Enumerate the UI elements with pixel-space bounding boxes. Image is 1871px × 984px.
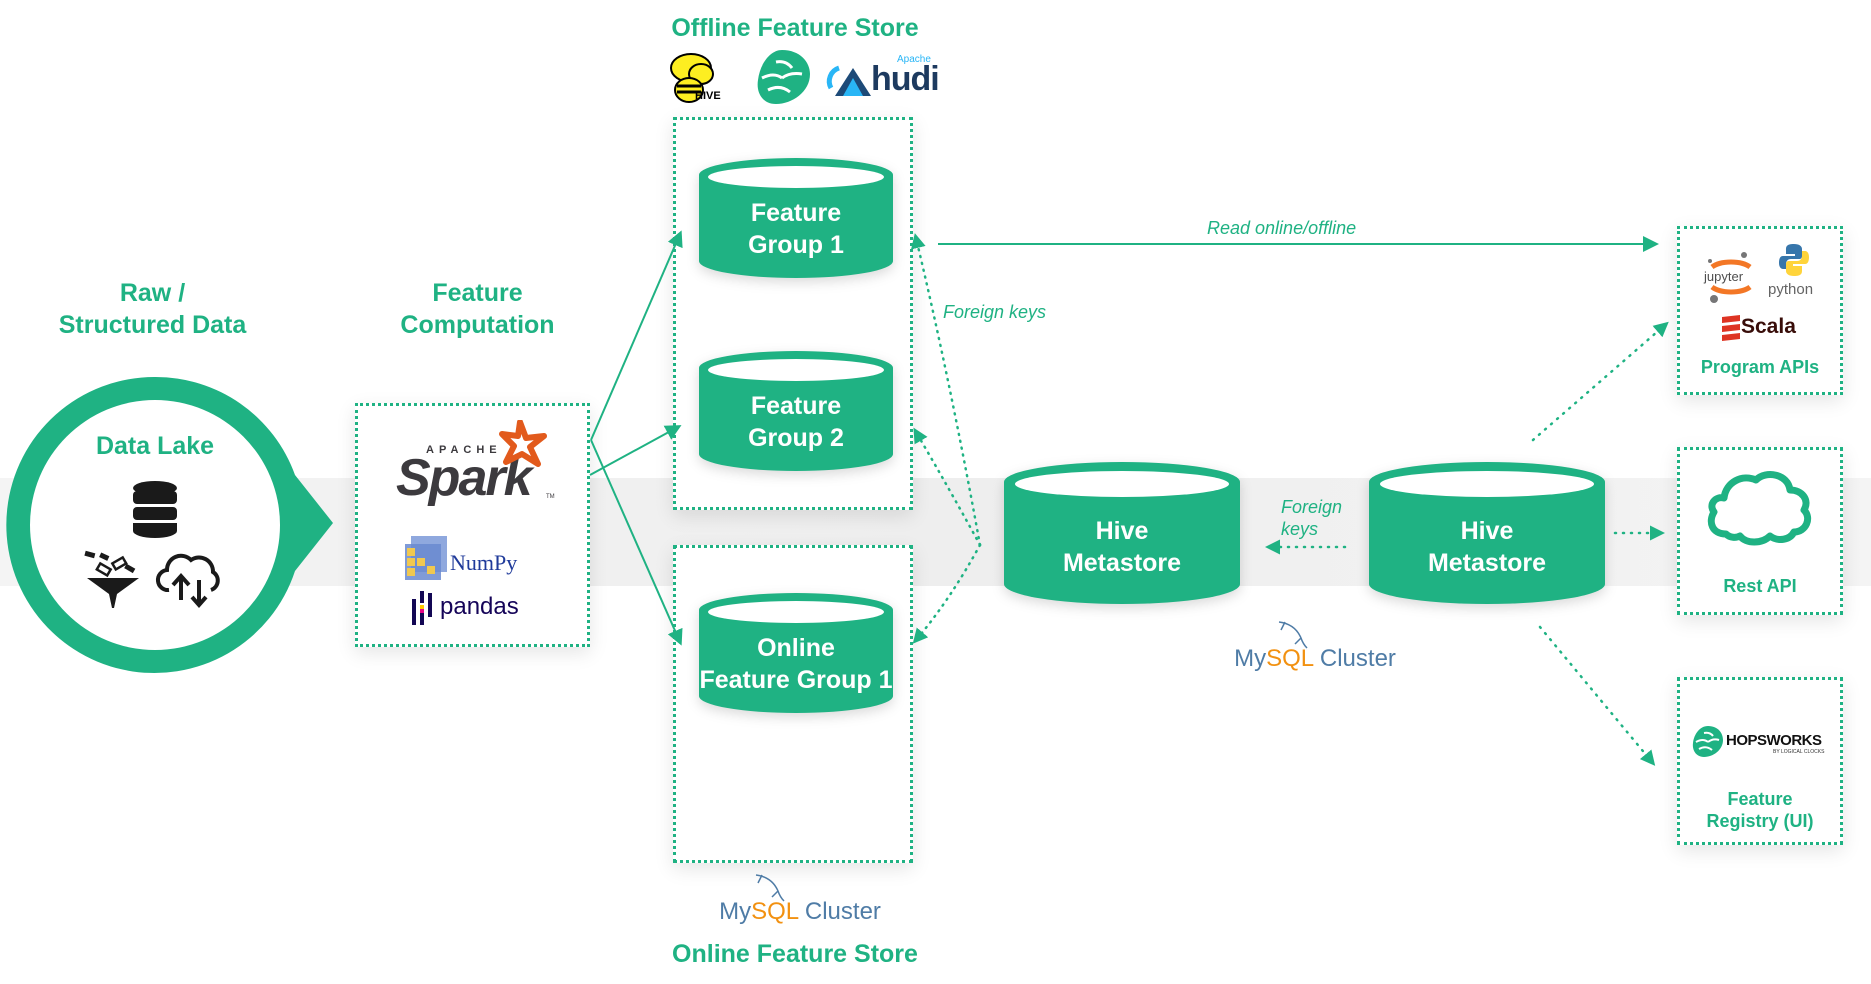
hive-metastore-1-label: Hive Metastore xyxy=(1002,515,1242,579)
python-text: python xyxy=(1768,281,1814,298)
feature-computation-title: Feature Computation xyxy=(370,277,585,341)
online-mysql-cluster-logo: MySQL Cluster xyxy=(710,898,890,926)
hive-metastore-2-line2: Metastore xyxy=(1427,549,1547,577)
foreign-keys-label-2-line2: keys xyxy=(1281,519,1319,539)
apache-hudi-logo: Apache hudi xyxy=(825,54,955,104)
hive-text: HIVE xyxy=(695,90,721,102)
mysql-dolphin-icon xyxy=(755,874,785,902)
mysql-cluster-2: Cluster xyxy=(1319,645,1396,672)
foreign-keys-label-1: Foreign keys xyxy=(943,302,1047,322)
hopsworks-hop-logo xyxy=(757,50,810,104)
pandas-bars-icon xyxy=(412,591,432,625)
spark-tm: TM xyxy=(546,494,555,500)
feature-registry-title-line2: Registry (UI) xyxy=(1706,811,1814,831)
feature-group-2-line1: Feature xyxy=(750,392,842,420)
mysql-dolphin-icon-2 xyxy=(1278,621,1308,649)
feature-computation-box[interactable]: APACHE Spark TM NumPy pandas xyxy=(355,403,590,647)
online-feature-group-line1: Online xyxy=(757,634,835,662)
hive-metastore-1-line2: Metastore xyxy=(1062,549,1182,577)
feature-computation-title-line1: Feature xyxy=(432,279,523,307)
online-store-title: Online Feature Store xyxy=(672,940,918,968)
mysql-cluster: Cluster xyxy=(804,898,881,925)
mysql-my-2: My xyxy=(1234,645,1267,672)
scala-logo: Scala xyxy=(1722,315,1812,345)
database-icon xyxy=(133,481,177,538)
hive-metastore-2[interactable]: Hive Metastore xyxy=(1367,460,1607,605)
program-apis-title: Program APIs xyxy=(1700,357,1820,377)
hive-metastore-2-label: Hive Metastore xyxy=(1367,515,1607,579)
pandas-logo: pandas xyxy=(410,589,560,629)
cloud-sync-icon xyxy=(156,553,220,609)
numpy-text: NumPy xyxy=(450,550,518,575)
data-lake-bubble[interactable]: Data Lake xyxy=(5,375,335,675)
raw-data-title-line1: Raw / xyxy=(119,279,186,307)
feature-group-1-label: Feature Group 1 xyxy=(697,197,895,261)
feature-registry-title-line1: Feature xyxy=(1727,789,1793,809)
mysql-sql: SQL xyxy=(751,898,799,925)
hive-metastore-1[interactable]: Hive Metastore xyxy=(1002,460,1242,605)
hive-logo: HIVE xyxy=(665,48,725,106)
feature-group-2[interactable]: Feature Group 2 xyxy=(697,350,895,472)
foreign-keys-label-2: Foreign keys xyxy=(1281,496,1342,540)
hive-metastore-2-line1: Hive xyxy=(1460,517,1514,545)
python-logo: python xyxy=(1768,243,1828,305)
metastore-mysql-cluster-logo: MySQL Cluster xyxy=(1225,645,1405,673)
raw-data-title: Raw / Structured Data xyxy=(40,277,265,341)
hive-metastore-1-line1: Hive xyxy=(1095,517,1149,545)
hudi-apache-text: Apache xyxy=(897,54,931,65)
jupyter-logo: jupyter xyxy=(1704,249,1756,305)
feature-group-1-line2: Group 1 xyxy=(748,231,844,259)
rest-api-title: Rest API xyxy=(1723,576,1797,596)
numpy-logo: NumPy xyxy=(403,534,563,584)
read-online-offline-label: Read online/offline xyxy=(1207,218,1357,238)
hopsworks-brand-sub: BY LOGICAL CLOCKS xyxy=(1773,749,1825,755)
spark-logo: APACHE Spark TM xyxy=(396,420,566,507)
hopsworks-logo-icon xyxy=(1692,726,1723,757)
cloud-icon xyxy=(1707,471,1812,546)
feature-registry-title: Feature Registry (UI) xyxy=(1680,788,1840,832)
online-feature-group-line2: Feature Group 1 xyxy=(699,666,893,694)
program-apis-box[interactable]: jupyter python Scala Program APIs xyxy=(1677,226,1843,395)
spark-apache-text: APACHE xyxy=(426,444,502,456)
edge-computation-to-fg2 xyxy=(589,425,682,476)
funnel-ingest-icon xyxy=(84,550,139,608)
offline-store-title: Offline Feature Store xyxy=(671,14,919,42)
raw-data-title-line2: Structured Data xyxy=(58,311,247,339)
edge-metastore2-to-program-apis xyxy=(1531,321,1669,442)
scala-text: Scala xyxy=(1741,315,1796,338)
hopsworks-brand-text: HOPSWORKS xyxy=(1726,732,1822,749)
feature-group-2-line2: Group 2 xyxy=(748,424,844,452)
rest-api-box[interactable]: Rest API xyxy=(1677,447,1843,615)
feature-group-2-label: Feature Group 2 xyxy=(697,390,895,454)
feature-computation-title-line2: Computation xyxy=(400,311,555,339)
online-feature-group-1-label: Online Feature Group 1 xyxy=(697,632,895,696)
mysql-my: My xyxy=(719,898,752,925)
edge-metastore2-to-registry xyxy=(1538,625,1656,766)
numpy-cube-icon xyxy=(405,536,447,580)
feature-group-1-line1: Feature xyxy=(750,199,842,227)
data-lake-label: Data Lake xyxy=(95,432,215,460)
feature-registry-box[interactable]: HOPSWORKS BY LOGICAL CLOCKS Feature Regi… xyxy=(1677,677,1843,845)
foreign-keys-label-2-line1: Foreign xyxy=(1281,497,1343,517)
hudi-triangle-icon xyxy=(826,65,871,96)
feature-group-1[interactable]: Feature Group 1 xyxy=(697,157,895,279)
mysql-sql-2: SQL xyxy=(1266,645,1314,672)
hudi-text: hudi xyxy=(871,60,940,98)
spark-star-icon xyxy=(499,420,547,467)
edge-computation-to-fg1 xyxy=(590,230,683,441)
jupyter-text: jupyter xyxy=(1704,269,1744,284)
pandas-text: pandas xyxy=(440,593,519,620)
online-feature-group-1[interactable]: Online Feature Group 1 xyxy=(697,592,895,714)
